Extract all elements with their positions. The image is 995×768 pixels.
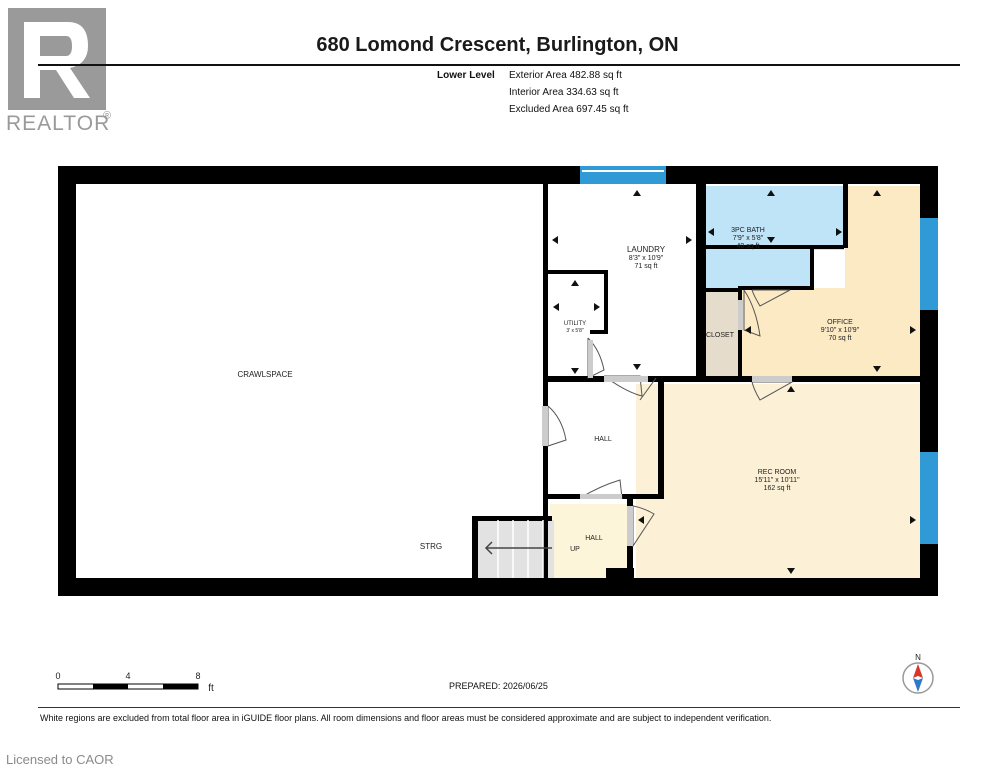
rec-room-area: 162 sq ft <box>764 485 791 492</box>
title-divider <box>38 64 960 66</box>
door-openings <box>542 300 792 546</box>
hall-lower-label: HALL <box>585 535 603 542</box>
realtor-r-icon <box>8 8 106 110</box>
hall-lower-fill <box>550 504 630 578</box>
level-name: Lower Level <box>437 70 495 81</box>
stairs <box>484 520 552 578</box>
laundry-label: LAUNDRY <box>627 245 666 254</box>
license-watermark: Licensed to CAOR <box>6 752 114 767</box>
strg-label: STRG <box>420 542 442 551</box>
registered-mark: ® <box>103 110 112 122</box>
bath-label: 3PC BATH <box>731 227 765 234</box>
window-right-lower <box>920 452 938 544</box>
office-dims: 9'10" x 10'9" <box>821 327 860 334</box>
utility-dims: 3' x 5'8" <box>566 328 584 334</box>
up-label: UP <box>570 546 580 553</box>
rec-room-label: REC ROOM <box>758 469 797 476</box>
scale-bar: 0 4 8 ft <box>55 671 214 694</box>
window-top <box>580 166 666 184</box>
office-label: OFFICE <box>827 319 853 326</box>
scale-tick-0: 0 <box>55 671 60 681</box>
prepared-date: PREPARED: 2026/06/25 <box>449 681 548 691</box>
laundry-area: 71 sq ft <box>635 263 658 270</box>
bath-dims: 7'9" x 5'8" <box>733 235 764 242</box>
compass-icon: N <box>902 653 934 694</box>
crawlspace-label: CRAWLSPACE <box>237 370 292 379</box>
closet-fill <box>704 292 738 376</box>
realtor-logo: REALTOR ® <box>6 6 118 136</box>
utility-label: UTILITY <box>564 321 586 327</box>
window-right-upper <box>920 218 938 310</box>
stair-fill <box>478 520 554 578</box>
office-fill-lower <box>740 288 920 376</box>
windows <box>580 166 938 544</box>
closet-label: CLOSET <box>706 332 735 339</box>
compass-n: N <box>915 653 921 662</box>
page-title: 680 Lomond Crescent, Burlington, ON <box>316 34 679 56</box>
rec-room-dims: 15'11" x 10'11" <box>754 477 800 484</box>
exterior-area: Exterior Area 482.88 sq ft <box>509 70 622 81</box>
footer-divider <box>38 707 960 708</box>
rec-fill <box>636 384 920 578</box>
scale-unit: ft <box>208 683 214 694</box>
realtor-wordmark: REALTOR <box>6 112 111 135</box>
scale-tick-8: 8 <box>195 671 200 681</box>
excluded-area: Excluded Area 697.45 sq ft <box>509 104 629 115</box>
dimension-markers <box>552 190 916 574</box>
laundry-dims: 8'3" x 10'9" <box>629 255 664 262</box>
bath-notch <box>812 250 844 288</box>
bath-area: 40 sq ft <box>737 243 760 250</box>
scale-tick-4: 4 <box>125 671 130 681</box>
interior-area: Interior Area 334.63 sq ft <box>509 87 619 98</box>
disclaimer-text: White regions are excluded from total fl… <box>40 713 772 723</box>
office-area: 70 sq ft <box>829 335 852 342</box>
hall-upper-label: HALL <box>594 436 612 443</box>
